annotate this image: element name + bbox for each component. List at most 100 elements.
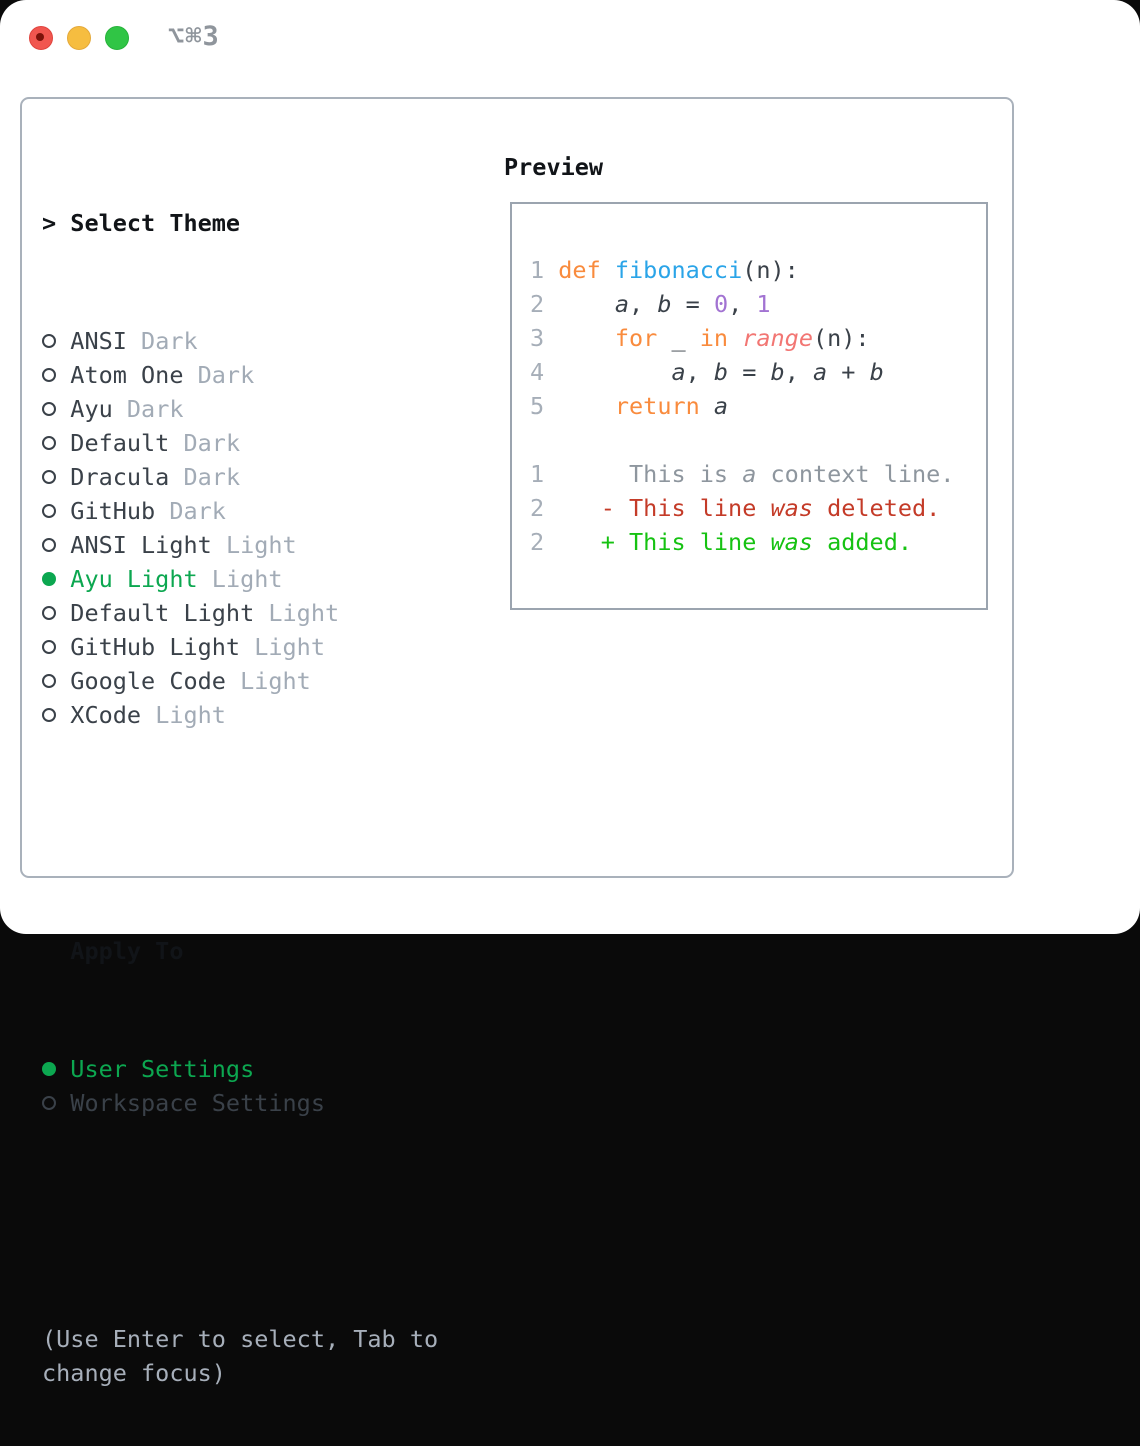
code-token: This is (558, 460, 743, 488)
radio-icon (42, 572, 70, 586)
theme-option-default-dark[interactable]: Default Dark (42, 426, 482, 460)
code-token: deleted. (812, 494, 941, 522)
code-token: context line. (756, 460, 955, 488)
close-button[interactable] (29, 26, 53, 50)
code-line: 5 return a (530, 389, 986, 423)
code-token: _ (657, 324, 700, 352)
code-token: 1 (756, 290, 771, 318)
prompt-icon: > (42, 209, 57, 237)
theme-option-atom-one-dark[interactable]: Atom One Dark (42, 358, 482, 392)
radio-icon (42, 708, 70, 722)
theme-name: Atom One (70, 361, 184, 389)
code-token: a (812, 358, 828, 386)
radio-icon (42, 504, 70, 518)
theme-option-ansi-light-light[interactable]: ANSI Light Light (42, 528, 482, 562)
code-token: was (770, 494, 813, 522)
spacer (42, 816, 482, 850)
theme-name: GitHub (70, 497, 156, 525)
radio-icon (42, 674, 70, 688)
code-token: + This line (558, 528, 771, 556)
code-token: , (685, 358, 714, 386)
theme-option-github-light-light[interactable]: GitHub Light Light (42, 630, 482, 664)
theme-tag: Light (268, 599, 340, 627)
code-token: = (728, 358, 771, 386)
theme-name: GitHub Light (70, 633, 241, 661)
spacer (42, 1204, 482, 1238)
minimize-button[interactable] (67, 26, 91, 50)
code-line: 1 This is a context line. (530, 457, 986, 491)
theme-name: Ayu Light (70, 565, 198, 593)
code-token: for (614, 324, 658, 352)
code-token: fibonacci (614, 256, 743, 284)
theme-tag: Dark (169, 497, 226, 525)
theme-option-ayu-dark[interactable]: Ayu Dark (42, 392, 482, 426)
line-number: 2 (530, 528, 545, 556)
apply-option-workspace-settings[interactable]: Workspace Settings (42, 1086, 482, 1120)
theme-option-xcode-light[interactable]: XCode Light (42, 698, 482, 732)
radio-icon (42, 470, 70, 484)
select-theme-header: > Select Theme (42, 206, 482, 240)
code-token: a (614, 290, 630, 318)
theme-tag: Light (254, 633, 325, 661)
code-line (530, 423, 986, 457)
code-token: added. (812, 528, 913, 556)
preview-title: Preview (504, 153, 604, 181)
code-token: a (742, 460, 757, 488)
line-number: 2 (530, 290, 545, 318)
apply-option-label: Workspace Settings (70, 1089, 325, 1117)
theme-option-google-code-light[interactable]: Google Code Light (42, 664, 482, 698)
theme-tag: Light (211, 565, 283, 593)
zoom-button[interactable] (105, 26, 129, 50)
line-number: 3 (530, 324, 545, 352)
theme-name: Default Light (70, 599, 255, 627)
theme-tag: Light (225, 531, 297, 559)
theme-option-ansi-dark[interactable]: ANSI Dark (42, 324, 482, 358)
hint-line: change focus) (42, 1359, 226, 1387)
window-title-shortcut: ⌥⌘3 (168, 21, 220, 52)
code-line: 2 a, b = 0, 1 (530, 287, 986, 321)
theme-option-default-light-light[interactable]: Default Light Light (42, 596, 482, 630)
radio-icon (42, 1062, 70, 1076)
theme-tag: Dark (183, 463, 241, 491)
code-token (700, 392, 714, 420)
code-token: - This line (558, 494, 771, 522)
theme-name: Google Code (70, 667, 226, 695)
theme-name: Default (70, 429, 170, 457)
code-token: b (770, 358, 785, 386)
code-token: b (713, 358, 729, 386)
code-token (601, 256, 615, 284)
theme-option-github-dark[interactable]: GitHub Dark (42, 494, 482, 528)
code-token (558, 358, 671, 386)
line-number: 2 (530, 494, 545, 522)
code-token: a (713, 392, 729, 420)
apply-to-header: Apply To (42, 934, 482, 968)
line-number: 1 (530, 256, 545, 284)
apply-option-user-settings[interactable]: User Settings (42, 1052, 482, 1086)
code-token: a (671, 358, 686, 386)
radio-icon (42, 368, 70, 382)
theme-name: Ayu (70, 395, 113, 423)
code-line: 2 - This line was deleted. (530, 491, 986, 525)
code-token: in (699, 324, 729, 352)
code-token: (n): (742, 256, 799, 284)
theme-option-ayu-light-light[interactable]: Ayu Light Light (42, 562, 482, 596)
code-token (728, 324, 742, 352)
theme-name: Dracula (70, 463, 170, 491)
line-number: 5 (530, 392, 545, 420)
code-token: , (629, 290, 658, 318)
theme-name: XCode (70, 701, 142, 729)
theme-tag: Light (240, 667, 311, 695)
code-line: 3 for _ in range(n): (530, 321, 986, 355)
code-token (558, 290, 615, 318)
code-token: , (784, 358, 813, 386)
theme-option-dracula-dark[interactable]: Dracula Dark (42, 460, 482, 494)
code-token (558, 392, 615, 420)
code-token: , (728, 290, 757, 318)
